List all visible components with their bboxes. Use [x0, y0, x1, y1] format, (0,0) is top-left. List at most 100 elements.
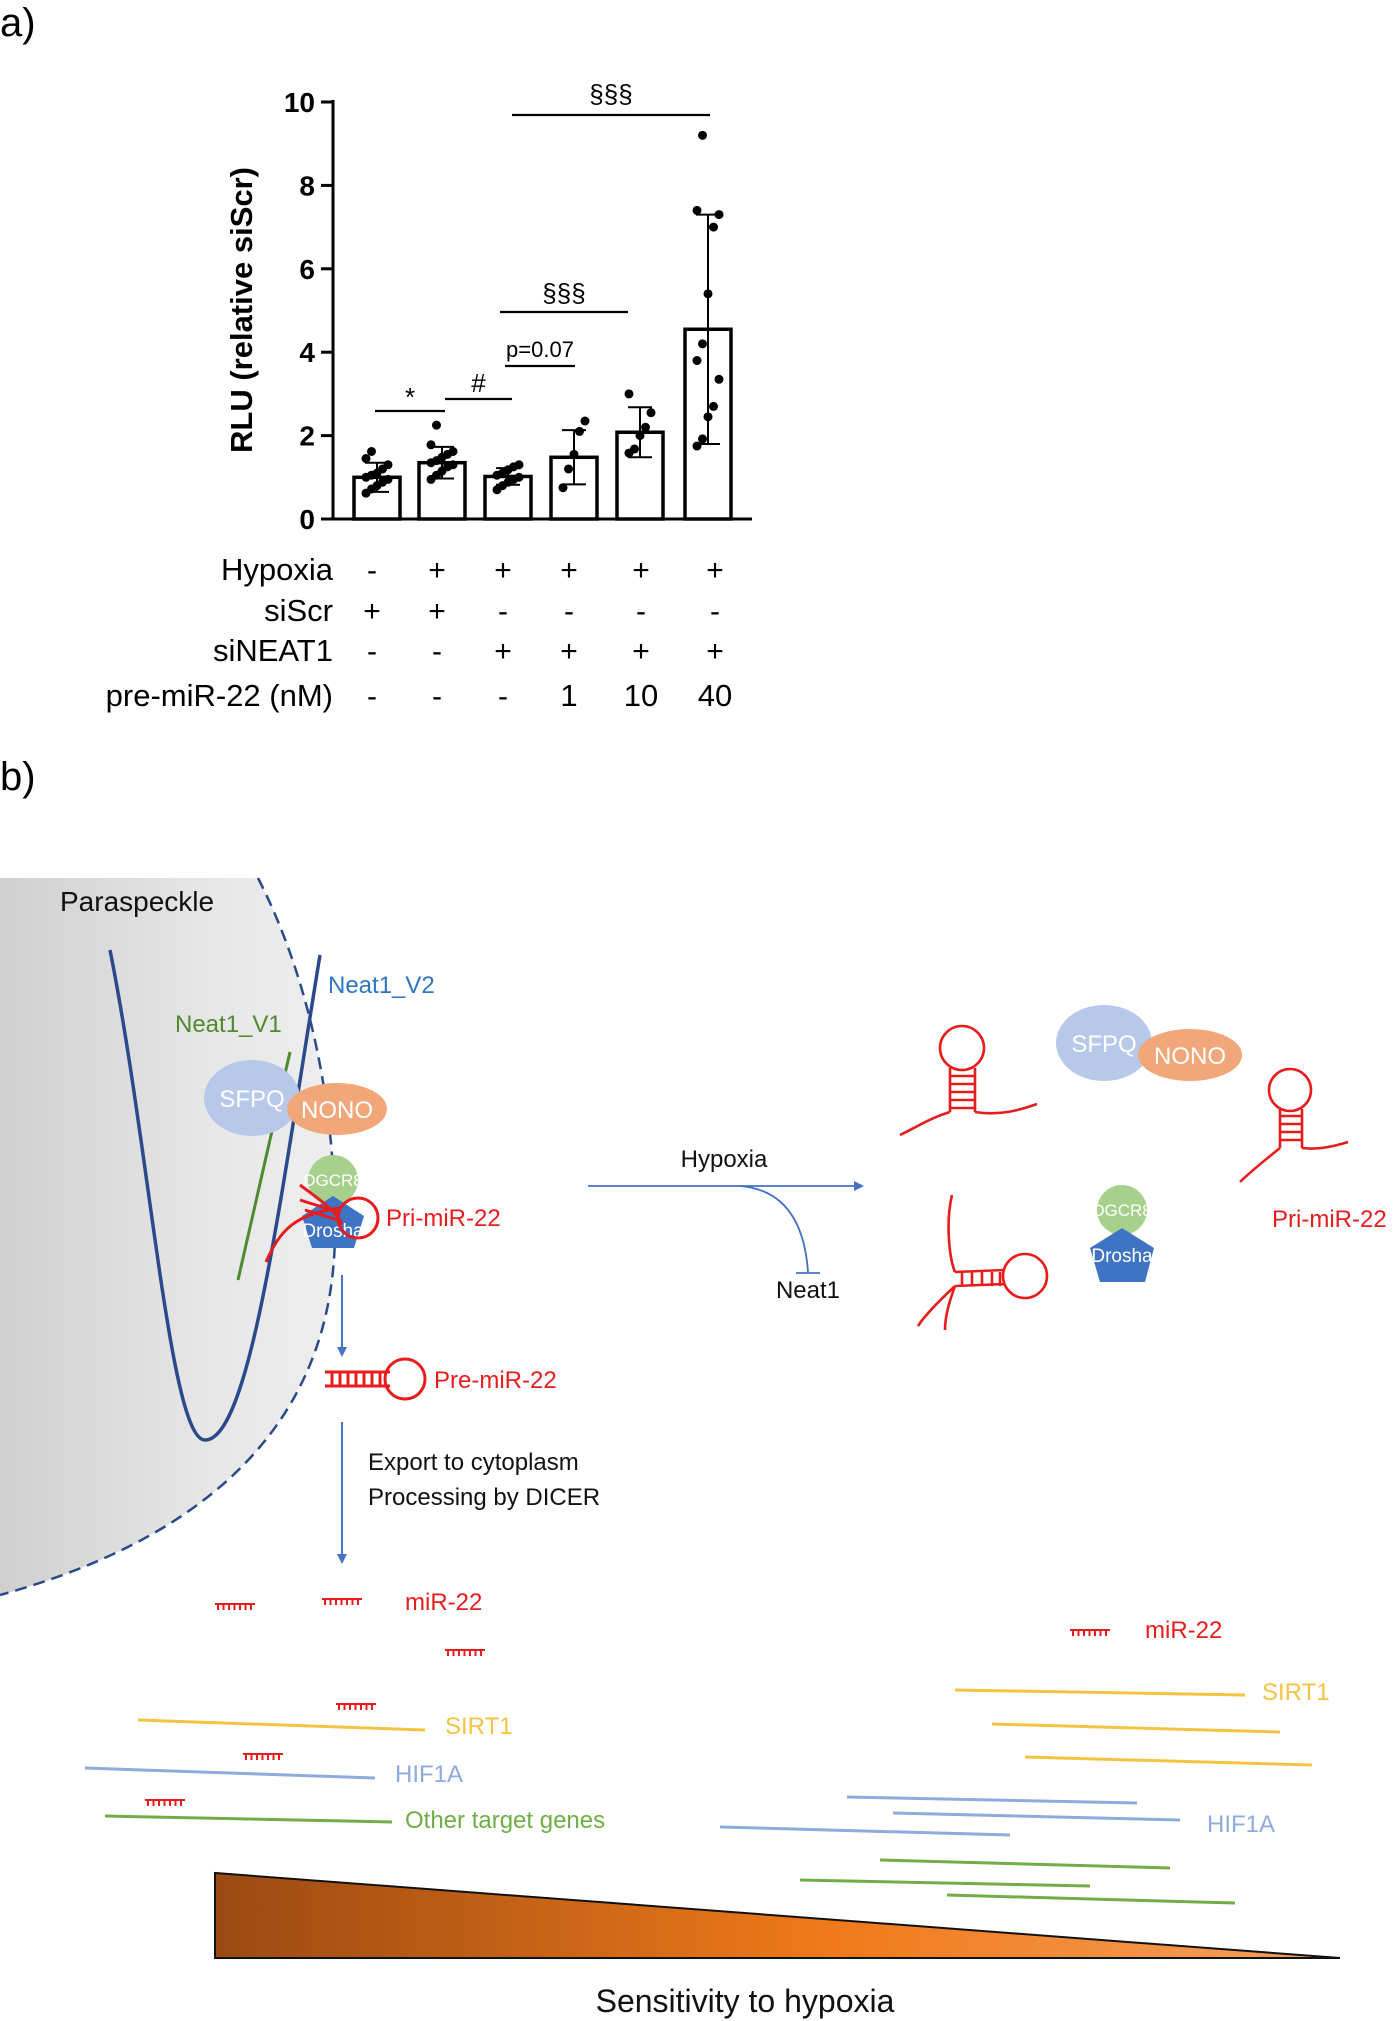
- other-targets-mrna-right: [799, 1858, 1236, 1905]
- data-point: [624, 389, 634, 399]
- mir22-duplex: [336, 1703, 376, 1710]
- sfpq-nono-complex-left: SFPQ NONO: [204, 1060, 387, 1136]
- data-point: [580, 416, 590, 426]
- mir22-duplex: [445, 1649, 485, 1656]
- condition-name: pre-miR-22 (nM): [106, 678, 333, 713]
- data-point: [692, 205, 702, 215]
- condition-value: -: [367, 635, 377, 668]
- condition-value: +: [632, 635, 650, 668]
- data-point: [698, 130, 707, 140]
- condition-value: +: [706, 635, 724, 668]
- data-point: [383, 474, 393, 484]
- data-point: [564, 464, 573, 474]
- y-tick-label: 0: [299, 504, 315, 535]
- hif1a-mrna-left: [84, 1766, 376, 1780]
- sirt1-mrna-right: [954, 1688, 1313, 1767]
- nono-label-right: NONO: [1154, 1043, 1226, 1070]
- condition-name: siNEAT1: [213, 633, 333, 668]
- sensitivity-gradient-wedge: [214, 1871, 1341, 1959]
- condition-value: +: [632, 554, 650, 587]
- significance-label: §§§: [542, 278, 585, 308]
- mir22-molecules-right: [1070, 1629, 1110, 1636]
- neat1-label: Neat1: [776, 1277, 840, 1304]
- data-point: [714, 210, 724, 220]
- data-point: [514, 460, 524, 470]
- neat1-v2-label: Neat1_V2: [328, 972, 435, 999]
- data-point: [383, 460, 393, 470]
- data-point: [426, 440, 436, 450]
- condition-value: +: [706, 554, 724, 587]
- data-point: [692, 441, 702, 451]
- data-point: [641, 422, 650, 432]
- mir22-label-right: miR-22: [1145, 1617, 1222, 1644]
- condition-value: -: [367, 554, 377, 587]
- data-point: [448, 446, 458, 456]
- sfpq-nono-complex-right: SFPQ NONO: [1056, 1005, 1242, 1081]
- hif1a-label-right: HIF1A: [1207, 1811, 1275, 1838]
- mir22-duplex: [1070, 1629, 1110, 1636]
- condition-value: +: [428, 554, 446, 587]
- mir22-duplex: [215, 1603, 255, 1610]
- condition-value: +: [494, 635, 512, 668]
- significance-label: *: [405, 382, 415, 412]
- data-point: [575, 426, 584, 436]
- condition-value: -: [432, 680, 442, 713]
- data-point: [448, 460, 458, 470]
- condition-name: siScr: [264, 593, 333, 628]
- condition-value: 1: [560, 678, 577, 713]
- sirt1-label-left: SIRT1: [445, 1713, 513, 1740]
- condition-value: -: [498, 595, 508, 628]
- sfpq-label: SFPQ: [219, 1086, 284, 1113]
- mir22-duplex: [243, 1753, 283, 1760]
- data-point: [367, 446, 376, 456]
- export-line1: Export to cytoplasm: [368, 1449, 579, 1476]
- mir22-duplex: [145, 1799, 185, 1806]
- data-point: [569, 449, 579, 459]
- pri-mir22-hairpin-free-2: [1239, 1067, 1349, 1183]
- sirt1-mrna-left: [137, 1718, 426, 1732]
- mir22-duplex: [322, 1598, 362, 1605]
- condition-value: -: [710, 595, 720, 628]
- dgcr8-label-right: DGCR8: [1092, 1201, 1152, 1220]
- data-point: [698, 339, 707, 349]
- hif1a-mrna-right: [719, 1795, 1181, 1837]
- hypoxia-label: Hypoxia: [681, 1146, 768, 1173]
- y-tick-label: 10: [284, 87, 315, 118]
- condition-value: -: [432, 635, 442, 668]
- data-point: [635, 431, 645, 441]
- pri-mir22-hairpin-free-3: [916, 1194, 1049, 1331]
- condition-value: -: [498, 680, 508, 713]
- data-point: [692, 356, 702, 366]
- data-point: [558, 483, 568, 493]
- data-point: [709, 222, 718, 232]
- pri-mir22-label-right: Pri-miR-22: [1272, 1206, 1387, 1233]
- pri-mir22-hairpin-bound: [264, 1183, 380, 1263]
- condition-value: -: [367, 680, 377, 713]
- condition-value: +: [560, 635, 578, 668]
- data-point: [714, 374, 724, 384]
- data-point: [646, 408, 656, 418]
- data-point: [698, 434, 707, 444]
- condition-value: -: [564, 595, 574, 628]
- y-tick-label: 2: [299, 421, 315, 452]
- pri-mir22-hairpin-free-1: [899, 1024, 1038, 1137]
- neat1-v1-label: Neat1_V1: [175, 1011, 282, 1038]
- panel-a-label: a): [0, 1, 36, 45]
- significance-label: §§§: [589, 79, 632, 109]
- data-point: [514, 472, 524, 482]
- y-tick-label: 8: [299, 170, 315, 201]
- nono-label: NONO: [301, 1097, 373, 1124]
- mir22-molecules-left: [145, 1598, 485, 1806]
- condition-value: +: [363, 595, 381, 628]
- data-point: [703, 412, 713, 422]
- drosha-label-right: Drosha: [1091, 1246, 1153, 1267]
- paraspeckle-label: Paraspeckle: [60, 886, 214, 917]
- significance-label: p=0.07: [506, 337, 574, 362]
- other-targets-mrna-left: [104, 1814, 393, 1824]
- condition-value: -: [636, 595, 646, 628]
- data-point: [709, 401, 718, 411]
- neat1-v2-rna: [108, 949, 322, 1442]
- sfpq-label-right: SFPQ: [1071, 1031, 1136, 1058]
- microprocessor-right: DGCR8 Drosha: [1090, 1185, 1154, 1282]
